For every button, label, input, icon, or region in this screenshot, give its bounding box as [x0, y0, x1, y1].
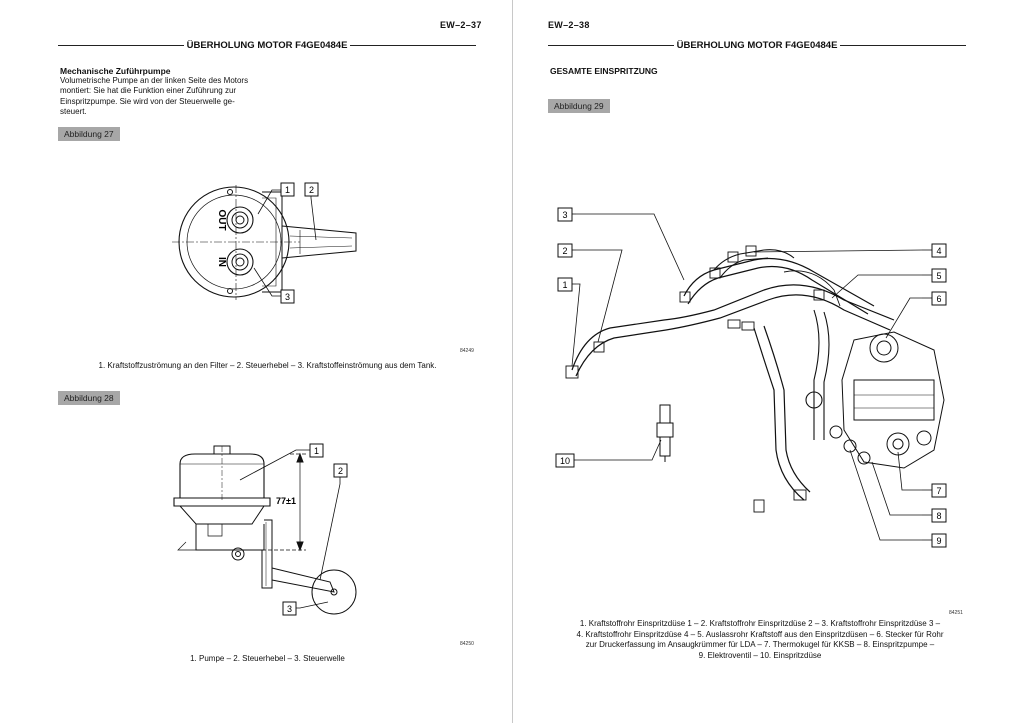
svg-text:9: 9 [936, 536, 941, 546]
left-page: EW–2–37 ÜBERHOLUNG MOTOR F4GE0484E Mecha… [58, 20, 482, 663]
callout-3: 3 [557, 207, 573, 222]
section-title: Mechanische Zuführpumpe [60, 66, 171, 76]
callout-9: 9 [931, 533, 947, 548]
in-label: IN [216, 257, 227, 267]
svg-text:7: 7 [936, 486, 941, 496]
header-title: ÜBERHOLUNG MOTOR F4GE0484E [676, 39, 838, 51]
body-line: Volumetrische Pumpe an der linken Seite … [60, 76, 249, 85]
figure-27-drawing: OUT IN 1 2 3 [172, 182, 357, 304]
header-rule-right [350, 44, 477, 46]
svg-text:2: 2 [562, 246, 567, 256]
figure-label-27: Abbildung 27 [58, 127, 120, 141]
dimension-label: 77±1 [276, 496, 296, 506]
svg-text:1: 1 [314, 446, 319, 456]
svg-text:10: 10 [560, 456, 570, 466]
page-header: ÜBERHOLUNG MOTOR F4GE0484E [58, 38, 477, 52]
header-rule-left [548, 44, 674, 46]
svg-text:1: 1 [562, 280, 567, 290]
svg-text:5: 5 [936, 271, 941, 281]
header-title: ÜBERHOLUNG MOTOR F4GE0484E [186, 39, 348, 51]
out-label: OUT [216, 209, 227, 230]
injector-illustration [656, 404, 674, 462]
page-number: EW–2–38 [548, 20, 590, 30]
header-rule-left [58, 44, 184, 46]
page-number: EW–2–37 [440, 20, 482, 30]
callout-10: 10 [555, 453, 575, 468]
callout-2: 2 [557, 243, 573, 258]
svg-text:6: 6 [936, 294, 941, 304]
image-code-27: 84249 [460, 348, 474, 354]
header-rule-right [840, 44, 967, 46]
figure-29-caption: 1. Kraftstoffrohr Einspritzdüse 1 – 2. K… [550, 619, 970, 661]
callout-2: 2 [304, 182, 319, 197]
callout-1: 1 [280, 182, 295, 197]
section-body: Volumetrische Pumpe an der linken Seite … [60, 76, 265, 117]
svg-text:8: 8 [936, 511, 941, 521]
image-code-29: 84251 [949, 610, 963, 616]
figure-label-28: Abbildung 28 [58, 391, 120, 405]
callout-2: 2 [333, 463, 348, 478]
injection-pump-illustration [829, 331, 945, 469]
body-line: steuert. [60, 106, 87, 116]
figure-28-drawing: 77±1 1 2 3 [173, 443, 357, 616]
right-page: EW–2–38 ÜBERHOLUNG MOTOR F4GE0484E GESAM… [514, 0, 1024, 723]
section-title: GESAMTE EINSPRITZUNG [550, 66, 658, 76]
callout-3: 3 [282, 601, 297, 616]
image-code-28: 84250 [460, 641, 474, 647]
page-header: ÜBERHOLUNG MOTOR F4GE0484E [548, 38, 967, 52]
svg-text:1: 1 [285, 185, 290, 195]
svg-text:3: 3 [285, 292, 290, 302]
figure-27-caption: 1. Kraftstoffzuströmung an den Filter – … [98, 361, 437, 370]
page-divider [512, 0, 513, 723]
svg-text:2: 2 [338, 466, 343, 476]
figure-29-drawing: 3 2 1 10 4 5 6 7 [555, 207, 947, 548]
figure-label-29: Abbildung 29 [548, 99, 610, 113]
caption-line: 1. Kraftstoffrohr Einspritzdüse 1 – 2. K… [579, 619, 941, 628]
callout-3: 3 [280, 289, 295, 304]
callout-1: 1 [557, 277, 573, 292]
callout-8: 8 [931, 508, 947, 523]
callout-6: 6 [931, 291, 947, 306]
body-line: Einspritzpumpe. Sie wird von der Steuerw… [60, 96, 235, 106]
callout-7: 7 [931, 483, 947, 498]
figure-28-caption: 1. Pumpe – 2. Steuerhebel – 3. Steuerwel… [190, 654, 345, 663]
caption-line: 4. Kraftstoffrohr Einspritzdüse 4 – 5. A… [576, 629, 944, 639]
callout-4: 4 [931, 243, 947, 258]
callout-5: 5 [931, 268, 947, 283]
svg-text:2: 2 [309, 185, 314, 195]
body-line: montiert: Sie hat die Funktion einer Zuf… [60, 86, 237, 96]
caption-line: zur Druckerfassung im Ansaugkrümmer für … [585, 640, 935, 649]
caption-line: 9. Elektroventil – 10. Einspritzdüse [698, 650, 822, 660]
svg-text:3: 3 [562, 210, 567, 220]
callout-1: 1 [309, 443, 324, 458]
svg-text:3: 3 [287, 604, 292, 614]
svg-text:4: 4 [936, 246, 941, 256]
